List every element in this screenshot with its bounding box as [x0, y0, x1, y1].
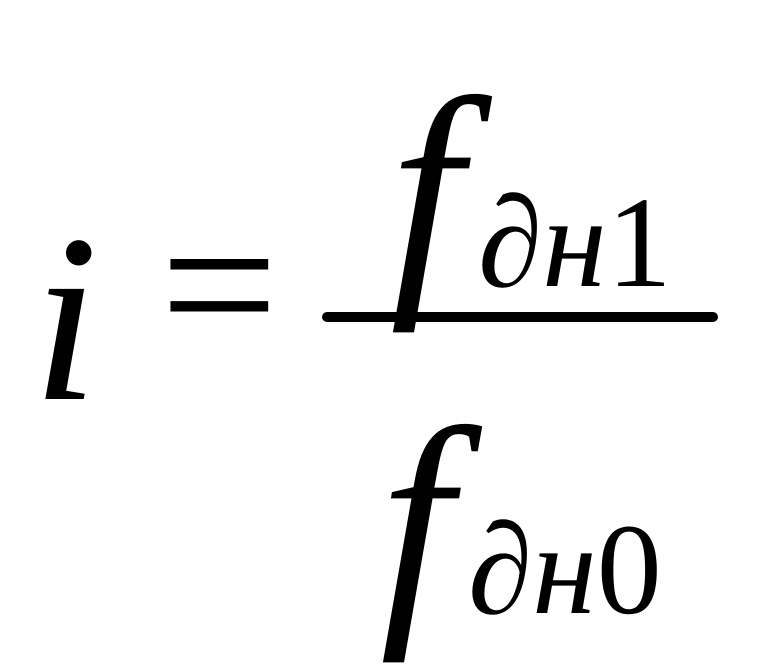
numerator-main: f: [390, 46, 463, 334]
formula-lhs: i: [32, 185, 99, 451]
numerator-subscript-index: 1: [606, 171, 672, 315]
equals-sign: =: [160, 169, 279, 401]
fraction-bar: [322, 312, 718, 322]
denominator-subscript: ∂н0: [468, 505, 662, 635]
numerator-subscript: ∂н1: [478, 178, 672, 308]
numerator-subscript-var: ∂н: [478, 171, 607, 315]
denominator-subscript-var: ∂н: [468, 498, 597, 642]
denominator-main: f: [380, 376, 453, 664]
denominator-subscript-index: 0: [596, 498, 662, 642]
